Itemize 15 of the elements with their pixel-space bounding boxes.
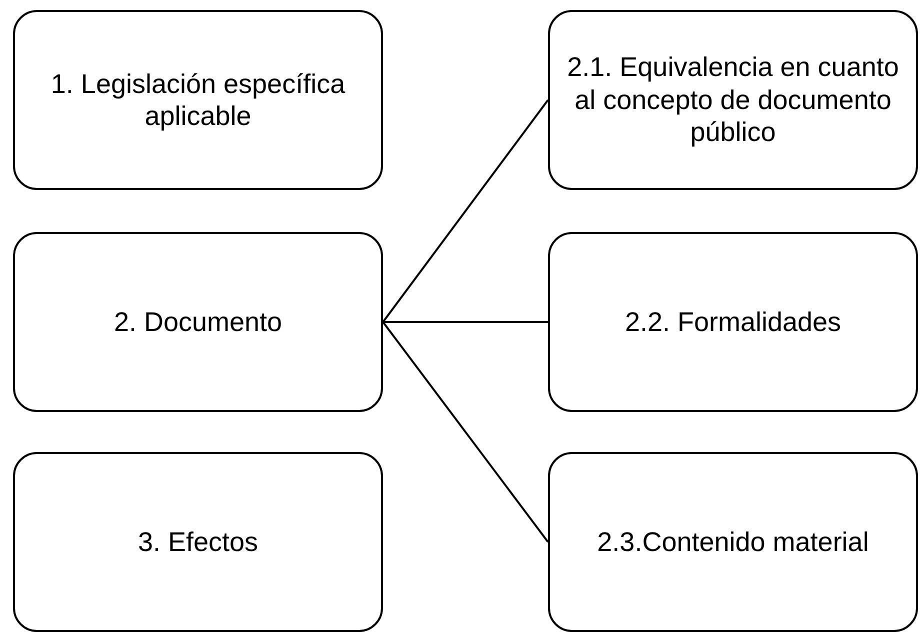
topic-box <box>13 452 383 632</box>
topic-box <box>548 232 918 412</box>
box-label: 3. Efectos <box>138 526 258 558</box>
box-label: 2. Documento <box>114 306 282 338</box>
topic-box <box>548 452 918 632</box>
box-label: 1. Legislación específica aplicable <box>50 68 346 132</box>
connector-line <box>382 321 549 543</box>
topic-box <box>548 10 918 190</box>
topic-box <box>13 232 383 412</box>
box-label: 2.2. Formalidades <box>624 306 842 338</box>
box-label: 2.3.Contenido material <box>597 526 869 558</box>
box-label: 2.1. Equivalencia en cuanto al concepto de documento público <box>566 51 900 149</box>
connector-line <box>383 321 548 323</box>
connector-line <box>382 99 549 323</box>
topic-box <box>13 10 383 190</box>
